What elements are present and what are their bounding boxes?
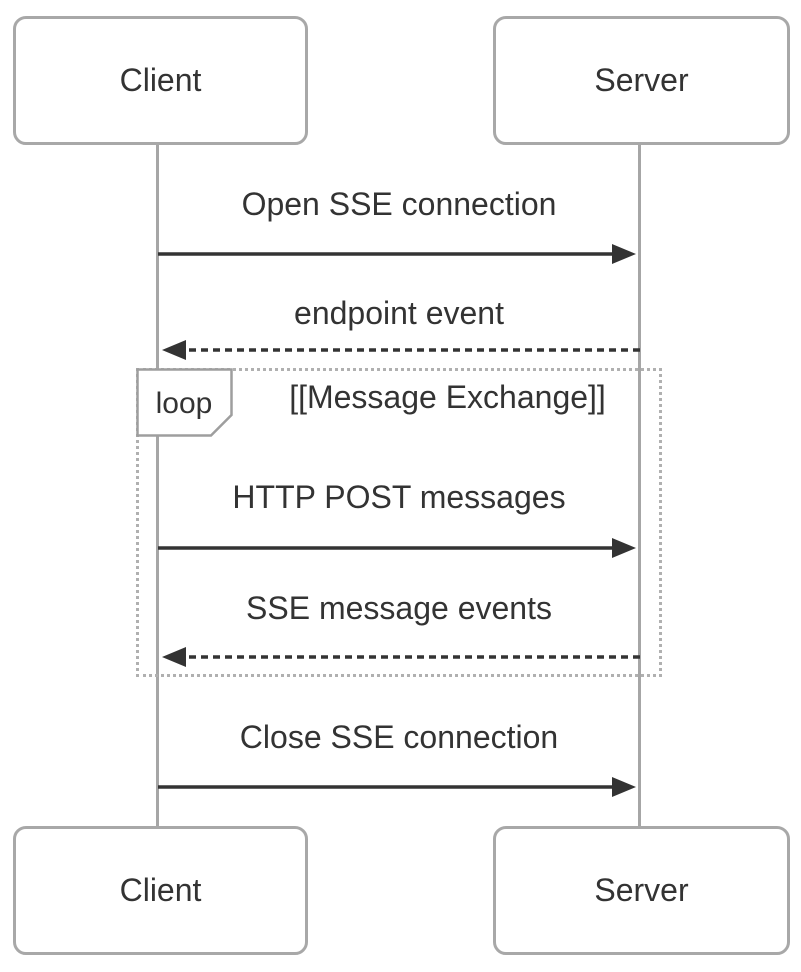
arrowhead-left-icon: [162, 340, 186, 360]
arrowhead-right-icon: [612, 777, 636, 797]
arrowhead-right-icon: [612, 244, 636, 264]
message-label-close-sse: Close SSE connection: [239, 719, 559, 755]
message-label-sse-events: SSE message events: [246, 590, 552, 626]
actor-server-top: Server: [493, 16, 790, 145]
actor-client-top: Client: [13, 16, 308, 145]
message-label-open-sse: Open SSE connection: [241, 186, 557, 222]
client-lifeline: [156, 145, 159, 826]
actor-client-bottom: Client: [13, 826, 308, 955]
loop-keyword-label: loop: [155, 387, 213, 420]
loop-fragment-border: [136, 368, 662, 677]
actor-server-bottom: Server: [493, 826, 790, 955]
loop-title-label: [[Message Exchange]]: [289, 379, 606, 415]
message-label-http-post: HTTP POST messages: [232, 479, 566, 515]
message-label-endpoint-event: endpoint event: [294, 295, 504, 331]
server-lifeline: [638, 145, 641, 826]
